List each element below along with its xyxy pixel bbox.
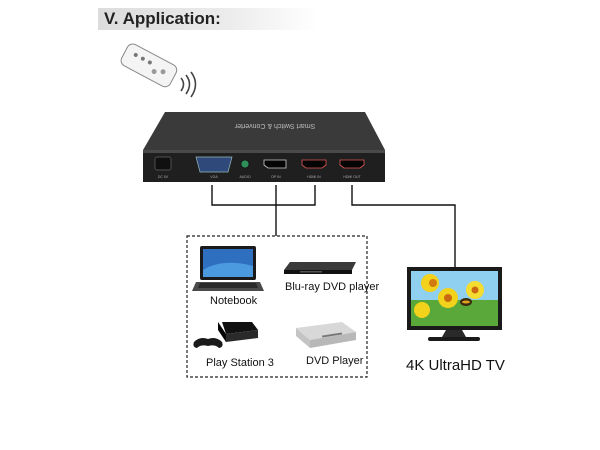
playstation-3-icon [193,322,258,348]
source-label-blu-ray: Blu-ray DVD player [285,281,379,293]
device-top-label: Smart Switch & Converter [234,122,315,129]
notebook-icon [192,246,264,291]
port-label-hdmi-out: HDMI OUT [343,175,361,179]
audio-port [241,160,249,168]
port-label-vga: VGA [210,175,218,179]
tv-icon [407,267,502,341]
hdmi-out-port [340,160,364,168]
remote-control-icon [119,42,179,89]
smart-switch-device: Smart Switch & Converter DC 5V VGA AUDIO… [143,112,385,182]
source-label-dvd: DVD Player [306,355,363,367]
dvd-player-icon [296,322,356,348]
port-label-audio: AUDIO [239,175,250,179]
source-label-ps3: Play Station 3 [206,357,274,369]
hdmi-in-port [302,160,326,168]
blu-ray-player-icon [284,262,356,274]
dp-in-port [264,160,286,168]
port-label-dc: DC 5V [158,175,169,179]
signal-waves-icon [181,72,196,97]
dc-port [155,157,171,170]
tv-label: 4K UltraHD TV [406,357,505,374]
vga-port [196,157,232,172]
port-label-dp-in: DP IN [271,175,281,179]
source-label-notebook: Notebook [210,295,257,307]
port-label-hdmi-in: HDMI IN [307,175,321,179]
